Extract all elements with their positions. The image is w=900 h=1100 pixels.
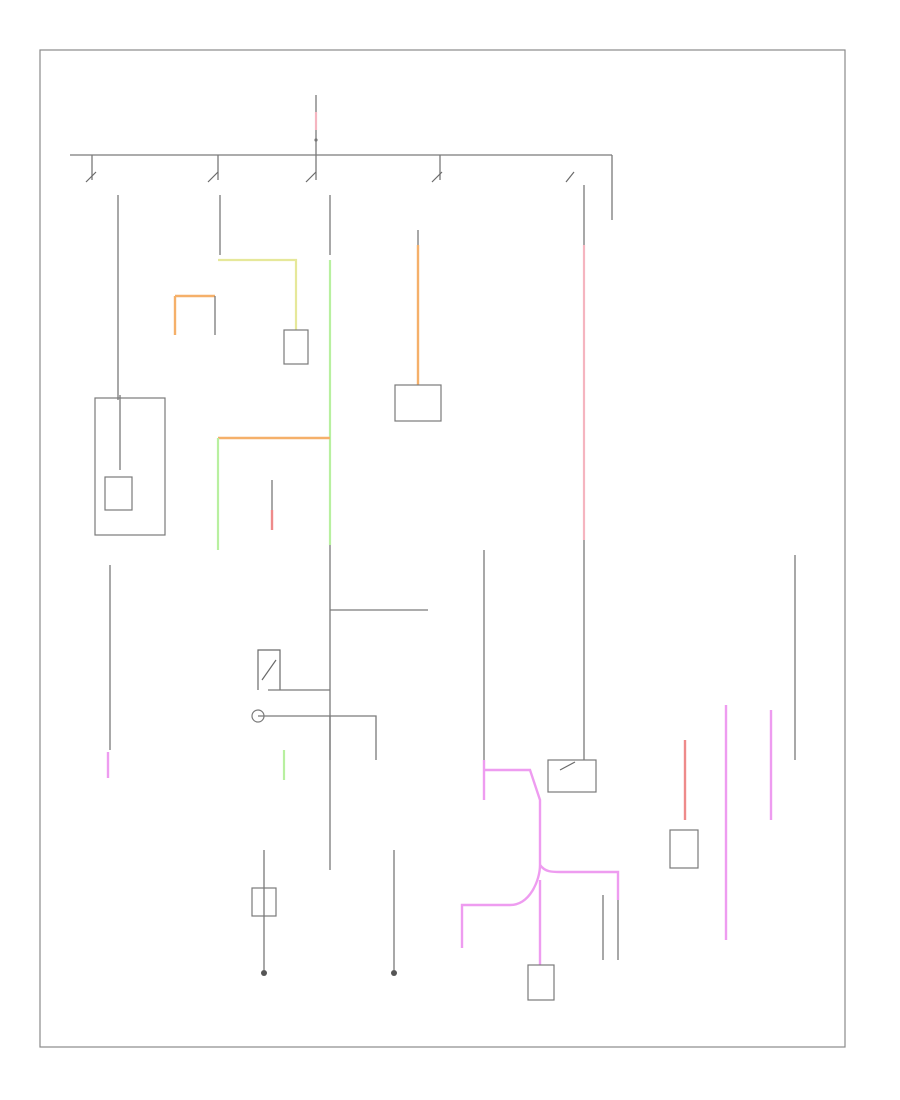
orange-branch: [394, 245, 442, 422]
diagram-frame: [39, 49, 846, 1048]
yellow-branch: [218, 258, 309, 365]
pink-branch: [547, 245, 597, 793]
magenta-network: [460, 550, 620, 1001]
power-feed: [70, 95, 613, 220]
right-branch: [669, 555, 796, 940]
left-lower-branch: [106, 565, 111, 778]
lower-components: [251, 850, 397, 976]
center-bus: [216, 260, 428, 870]
left-branch: [94, 260, 216, 536]
fuse-block-taps: [85, 155, 585, 260]
